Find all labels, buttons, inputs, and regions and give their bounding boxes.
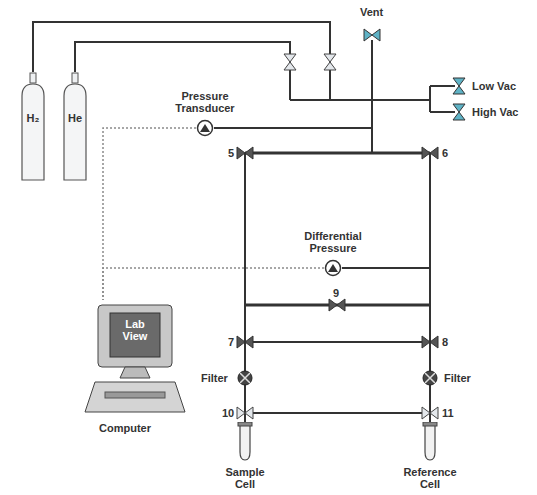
filters (238, 371, 437, 385)
cell-crossover-pipe (245, 412, 430, 414)
callout-number: 8 (442, 336, 448, 348)
node-label: He (62, 112, 88, 124)
filter-cross (425, 373, 435, 383)
gas-cylinder (64, 84, 86, 180)
cyl-shape (20, 72, 46, 182)
callout-number: 11 (442, 407, 454, 419)
callout-number: 7 (228, 336, 234, 348)
valve-8 (422, 336, 438, 348)
callout-number: 6 (442, 147, 448, 159)
node-label: Computer (80, 422, 170, 434)
low-vac-valve (453, 78, 465, 94)
computer-node: Lab ViewComputer (80, 300, 190, 440)
he-valve (284, 54, 296, 70)
cell-fitting (423, 422, 437, 426)
manifold-pipe (371, 40, 373, 153)
vacuum-branch (429, 86, 431, 112)
filter-symbol (238, 371, 252, 385)
gauge-shape (196, 119, 214, 137)
cell-tube (240, 422, 250, 460)
valve-7 (237, 336, 253, 348)
cell-node: Sample Cell (215, 422, 275, 492)
part-label: Filter (201, 372, 228, 384)
gauge-node: Pressure Transducer (196, 119, 214, 137)
signal-line (103, 128, 196, 300)
node-label: Sample Cell (215, 466, 275, 490)
computer-base (85, 382, 185, 412)
part-label: Low Vac (472, 80, 516, 92)
part-label: Vent (360, 6, 383, 18)
valve-11 (422, 407, 438, 419)
callout-number: 9 (333, 287, 339, 299)
node-label: Differential Pressure (283, 230, 383, 254)
high-vac-pipe (430, 111, 455, 113)
node-label: Reference Cell (398, 466, 462, 490)
filter-cross (240, 373, 250, 383)
pressure-gauge (326, 261, 341, 276)
pressure-gauge (198, 121, 213, 136)
signal-line (103, 268, 324, 300)
gauge-node: Differential Pressure (324, 259, 342, 277)
valve-5 (237, 147, 253, 159)
differential-pipe (342, 267, 430, 269)
cylinder-valve (72, 73, 78, 83)
monitor (98, 305, 172, 367)
screen (110, 313, 160, 357)
part-label: High Vac (472, 106, 518, 118)
sample-leg-pipe (244, 153, 246, 430)
node-label: H₂ (20, 112, 46, 124)
high-vac-valve (453, 104, 465, 120)
part-label: Filter (444, 372, 471, 384)
valve-9 (329, 299, 345, 311)
cyl-node: H₂ (20, 72, 46, 182)
reference-leg-pipe (429, 153, 431, 430)
cell-fitting (238, 422, 252, 426)
node-label: Lab View (115, 318, 155, 342)
gauge-pointer (328, 264, 338, 272)
cell-node: Reference Cell (398, 422, 462, 492)
callout-number: 10 (222, 407, 234, 419)
vent-valve (364, 29, 380, 41)
node-label: Pressure Transducer (155, 90, 255, 114)
drive-slot (105, 392, 165, 398)
top-bar-pipe (245, 152, 430, 155)
cyl-node: He (62, 72, 88, 182)
valve-10 (237, 407, 253, 419)
gauge-pointer (200, 124, 210, 132)
gauge-shape (324, 259, 342, 277)
cell-tube (425, 422, 435, 460)
gas-cylinder (22, 84, 44, 180)
vacuum-bus (290, 99, 430, 101)
filter-symbol (423, 371, 437, 385)
callout-number: 5 (228, 147, 234, 159)
low-vac-pipe (430, 85, 455, 87)
h2-valve (324, 54, 336, 70)
crossover-pipe (245, 341, 430, 343)
monitor-stand (120, 367, 150, 378)
transducer-pipe (214, 127, 372, 129)
valves (237, 29, 465, 419)
valve-6 (422, 147, 438, 159)
gas-pipes (33, 22, 455, 430)
cylinder-valve (30, 73, 36, 83)
cyl-shape (62, 72, 88, 182)
